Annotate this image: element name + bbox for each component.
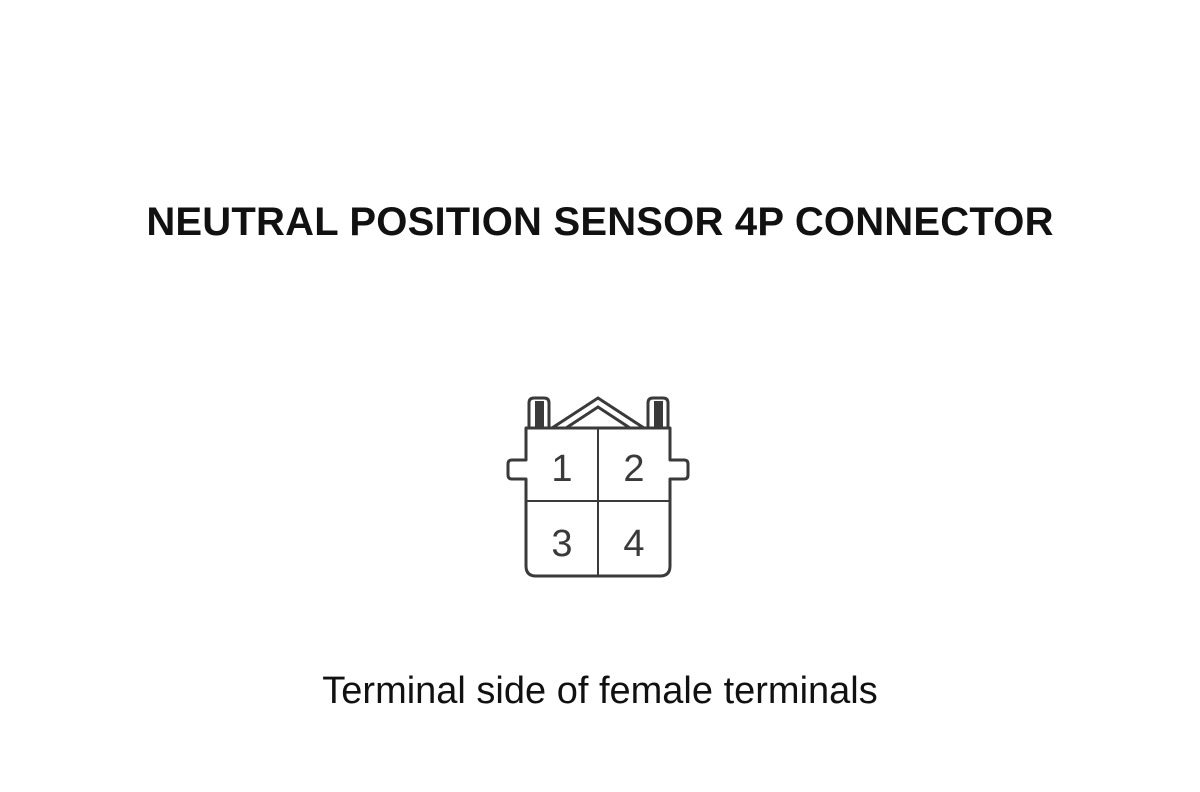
connector-4p-diagram: 1 2 3 4	[500, 390, 700, 585]
terminal-4-label: 4	[623, 523, 644, 565]
latch-tab-right-fill	[654, 401, 663, 427]
latch-tab-right	[646, 396, 670, 428]
latch-tab-left	[527, 396, 551, 428]
lock-roof-outer	[551, 396, 645, 430]
lock-roof-inner	[565, 405, 631, 430]
terminal-1-label: 1	[551, 448, 572, 490]
latch-tab-left-fill	[535, 401, 544, 427]
diagram-caption: Terminal side of female terminals	[322, 670, 878, 712]
diagram-title: NEUTRAL POSITION SENSOR 4P CONNECTOR	[146, 200, 1054, 244]
terminal-3-label: 3	[551, 523, 572, 565]
terminal-2-label: 2	[623, 448, 644, 490]
